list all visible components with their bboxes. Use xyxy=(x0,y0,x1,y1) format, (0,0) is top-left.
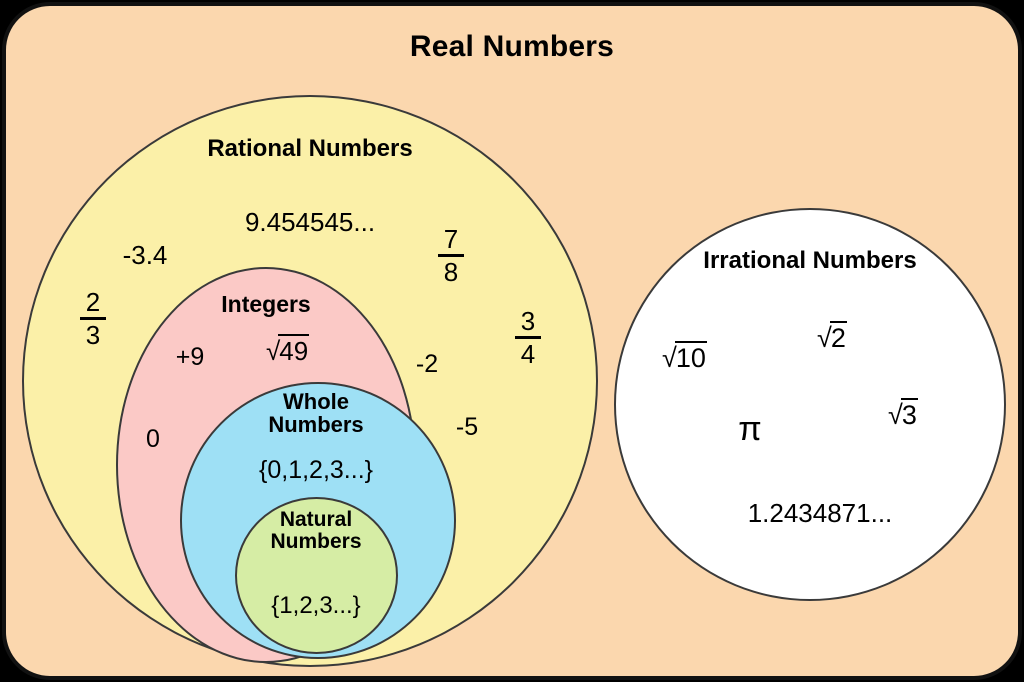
member-negative-two: -2 xyxy=(415,350,439,378)
member-whole-set-notation: {0,1,2,3...} xyxy=(259,456,373,484)
member-repeating-decimal: 9.454545... xyxy=(244,207,376,237)
member-plus-nine: +9 xyxy=(175,343,205,371)
member-sqrt-49: √49 xyxy=(266,334,366,367)
member-pi: π xyxy=(738,410,762,448)
rational-numbers-label: Rational Numbers xyxy=(207,135,413,162)
page-title: Real Numbers xyxy=(409,30,615,63)
fraction-bar xyxy=(438,254,464,257)
radical-sign-icon: √ xyxy=(817,323,832,353)
fraction-numerator: 7 xyxy=(443,224,459,254)
member-sqrt-10: √10 xyxy=(662,341,772,374)
integers-label: Integers xyxy=(221,291,311,317)
fraction-numerator: 2 xyxy=(85,287,101,317)
radicand: 2 xyxy=(829,321,847,353)
fraction-bar xyxy=(80,317,106,320)
radicand: 10 xyxy=(674,341,707,373)
member-zero: 0 xyxy=(146,425,160,453)
radical-sign-icon: √ xyxy=(662,343,677,373)
member-fraction-seven-eighths: 7 8 xyxy=(430,226,472,285)
whole-numbers-label: Whole Numbers xyxy=(268,389,364,438)
irrational-numbers-label: Irrational Numbers xyxy=(703,247,917,274)
member-natural-set-notation: {1,2,3...} xyxy=(271,592,361,619)
member-negative-decimal: -3.4 xyxy=(122,240,168,270)
radicand: 3 xyxy=(900,398,918,430)
member-negative-five: -5 xyxy=(455,413,479,441)
fraction-denominator: 4 xyxy=(520,339,536,369)
natural-numbers-set xyxy=(235,497,398,654)
fraction-bar xyxy=(515,336,541,339)
radicand: 49 xyxy=(278,334,310,366)
member-sqrt-2: √2 xyxy=(817,321,917,354)
radical-sign-icon: √ xyxy=(888,400,903,430)
member-fraction-two-thirds: 2 3 xyxy=(72,289,114,348)
member-fraction-three-fourths: 3 4 xyxy=(507,308,549,367)
fraction-numerator: 3 xyxy=(520,306,536,336)
member-sqrt-3: √3 xyxy=(888,398,988,431)
natural-numbers-label: Natural Numbers xyxy=(270,508,362,554)
fraction-denominator: 3 xyxy=(85,320,101,350)
member-nonrepeating-decimal: 1.2434871... xyxy=(747,498,893,528)
radical-sign-icon: √ xyxy=(266,336,281,366)
irrational-numbers-set xyxy=(614,208,1006,601)
fraction-denominator: 8 xyxy=(443,257,459,287)
